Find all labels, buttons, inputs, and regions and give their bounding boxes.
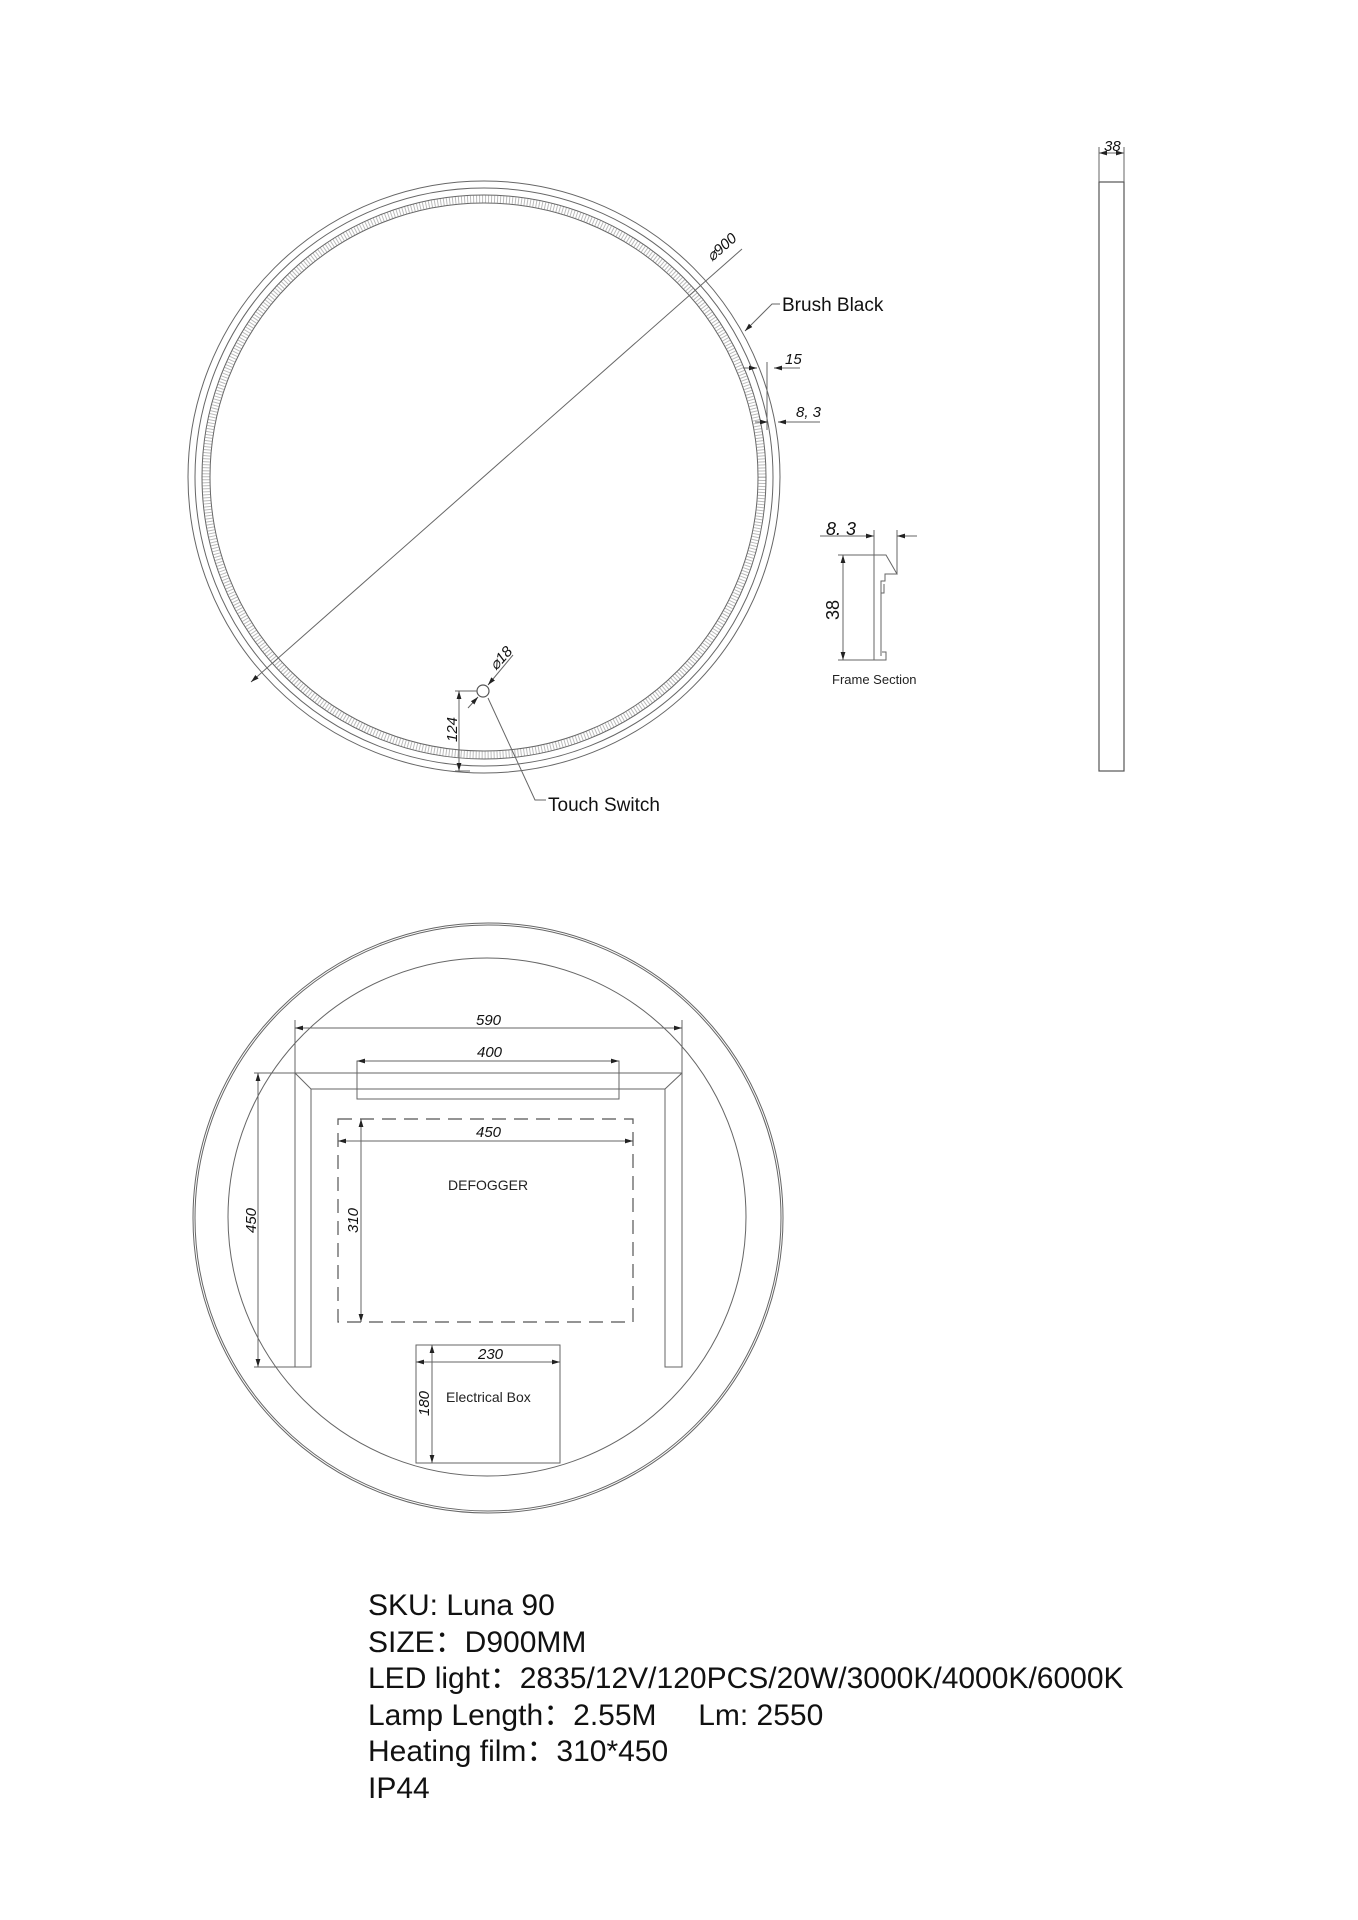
led-offset-label: 8, 3 bbox=[796, 404, 822, 421]
outer-rim bbox=[187, 180, 781, 774]
back-outer-rim bbox=[192, 922, 784, 1514]
spec-ip-rating: IP44 bbox=[368, 1771, 430, 1805]
diameter-label: ⌀900 bbox=[703, 229, 740, 265]
dim-arrow bbox=[487, 654, 514, 686]
led-top-section bbox=[356, 1060, 620, 1100]
depth-label: 38 bbox=[1104, 138, 1121, 155]
spec-lamp-length: Lamp Length：2.55M Lm: 2550 bbox=[368, 1698, 824, 1732]
front-view: ⌀900 Brush Black 15 8, 3 ⌀18 124 Touch S… bbox=[187, 180, 884, 816]
led-ring-inner bbox=[209, 202, 759, 752]
electrical-box bbox=[415, 1344, 561, 1464]
finish-leader bbox=[744, 303, 780, 332]
spec-led-light: LED light：2835/12V/120PCS/20W/3000K/4000… bbox=[368, 1662, 1124, 1695]
spec-heating-film: Heating film：310*450 bbox=[368, 1735, 669, 1768]
spec-sku: SKU: Luna 90 bbox=[368, 1589, 555, 1622]
led-height-label: 450 bbox=[243, 1207, 260, 1233]
section-title: Frame Section bbox=[832, 672, 917, 687]
led-top-label: 400 bbox=[477, 1044, 503, 1061]
box-height-label: 180 bbox=[416, 1390, 433, 1416]
section-width-label: 8. 3 bbox=[826, 519, 856, 539]
profile-bottom bbox=[838, 651, 887, 661]
back-outer-rim-2 bbox=[194, 924, 782, 1512]
frame-ring bbox=[194, 187, 774, 767]
spec-size: SIZE：D900MM bbox=[368, 1625, 587, 1659]
corner-miter bbox=[664, 1072, 683, 1090]
side-profile bbox=[1098, 181, 1125, 772]
led-strip bbox=[294, 1072, 683, 1368]
profile-top bbox=[838, 554, 898, 594]
diameter-dimension-line bbox=[250, 248, 743, 683]
led-ring-outer bbox=[201, 194, 767, 760]
switch-leader bbox=[487, 697, 546, 801]
defogger-width-label: 450 bbox=[476, 1124, 502, 1141]
dim-arrow bbox=[467, 696, 479, 709]
finish-label: Brush Black bbox=[782, 295, 884, 316]
section-height-label: 38 bbox=[823, 600, 843, 620]
switch-diameter-label: ⌀18 bbox=[486, 643, 516, 674]
back-view: 590 400 450 450 310 DEFOGGER 230 180 Ele… bbox=[192, 922, 784, 1514]
switch-height-label: 124 bbox=[444, 717, 461, 742]
corner-miter bbox=[294, 1072, 312, 1090]
led-width-label: 590 bbox=[476, 1012, 502, 1029]
spec-list: SKU: Luna 90 SIZE：D900MM LED light：2835/… bbox=[368, 1588, 1124, 1807]
defogger-label: DEFOGGER bbox=[448, 1177, 528, 1193]
defogger-area bbox=[337, 1118, 634, 1323]
touch-switch-icon bbox=[476, 684, 490, 698]
box-label: Electrical Box bbox=[446, 1389, 531, 1405]
switch-label: Touch Switch bbox=[548, 795, 660, 816]
defogger-height-label: 310 bbox=[345, 1207, 362, 1233]
box-width-label: 230 bbox=[477, 1346, 504, 1363]
frame-section: 8. 3 38 Frame Section bbox=[820, 519, 917, 687]
frame-width-label: 15 bbox=[785, 351, 802, 368]
side-view: 38 bbox=[1098, 138, 1125, 772]
led-band bbox=[202, 195, 766, 759]
back-inner-ring bbox=[227, 957, 747, 1477]
